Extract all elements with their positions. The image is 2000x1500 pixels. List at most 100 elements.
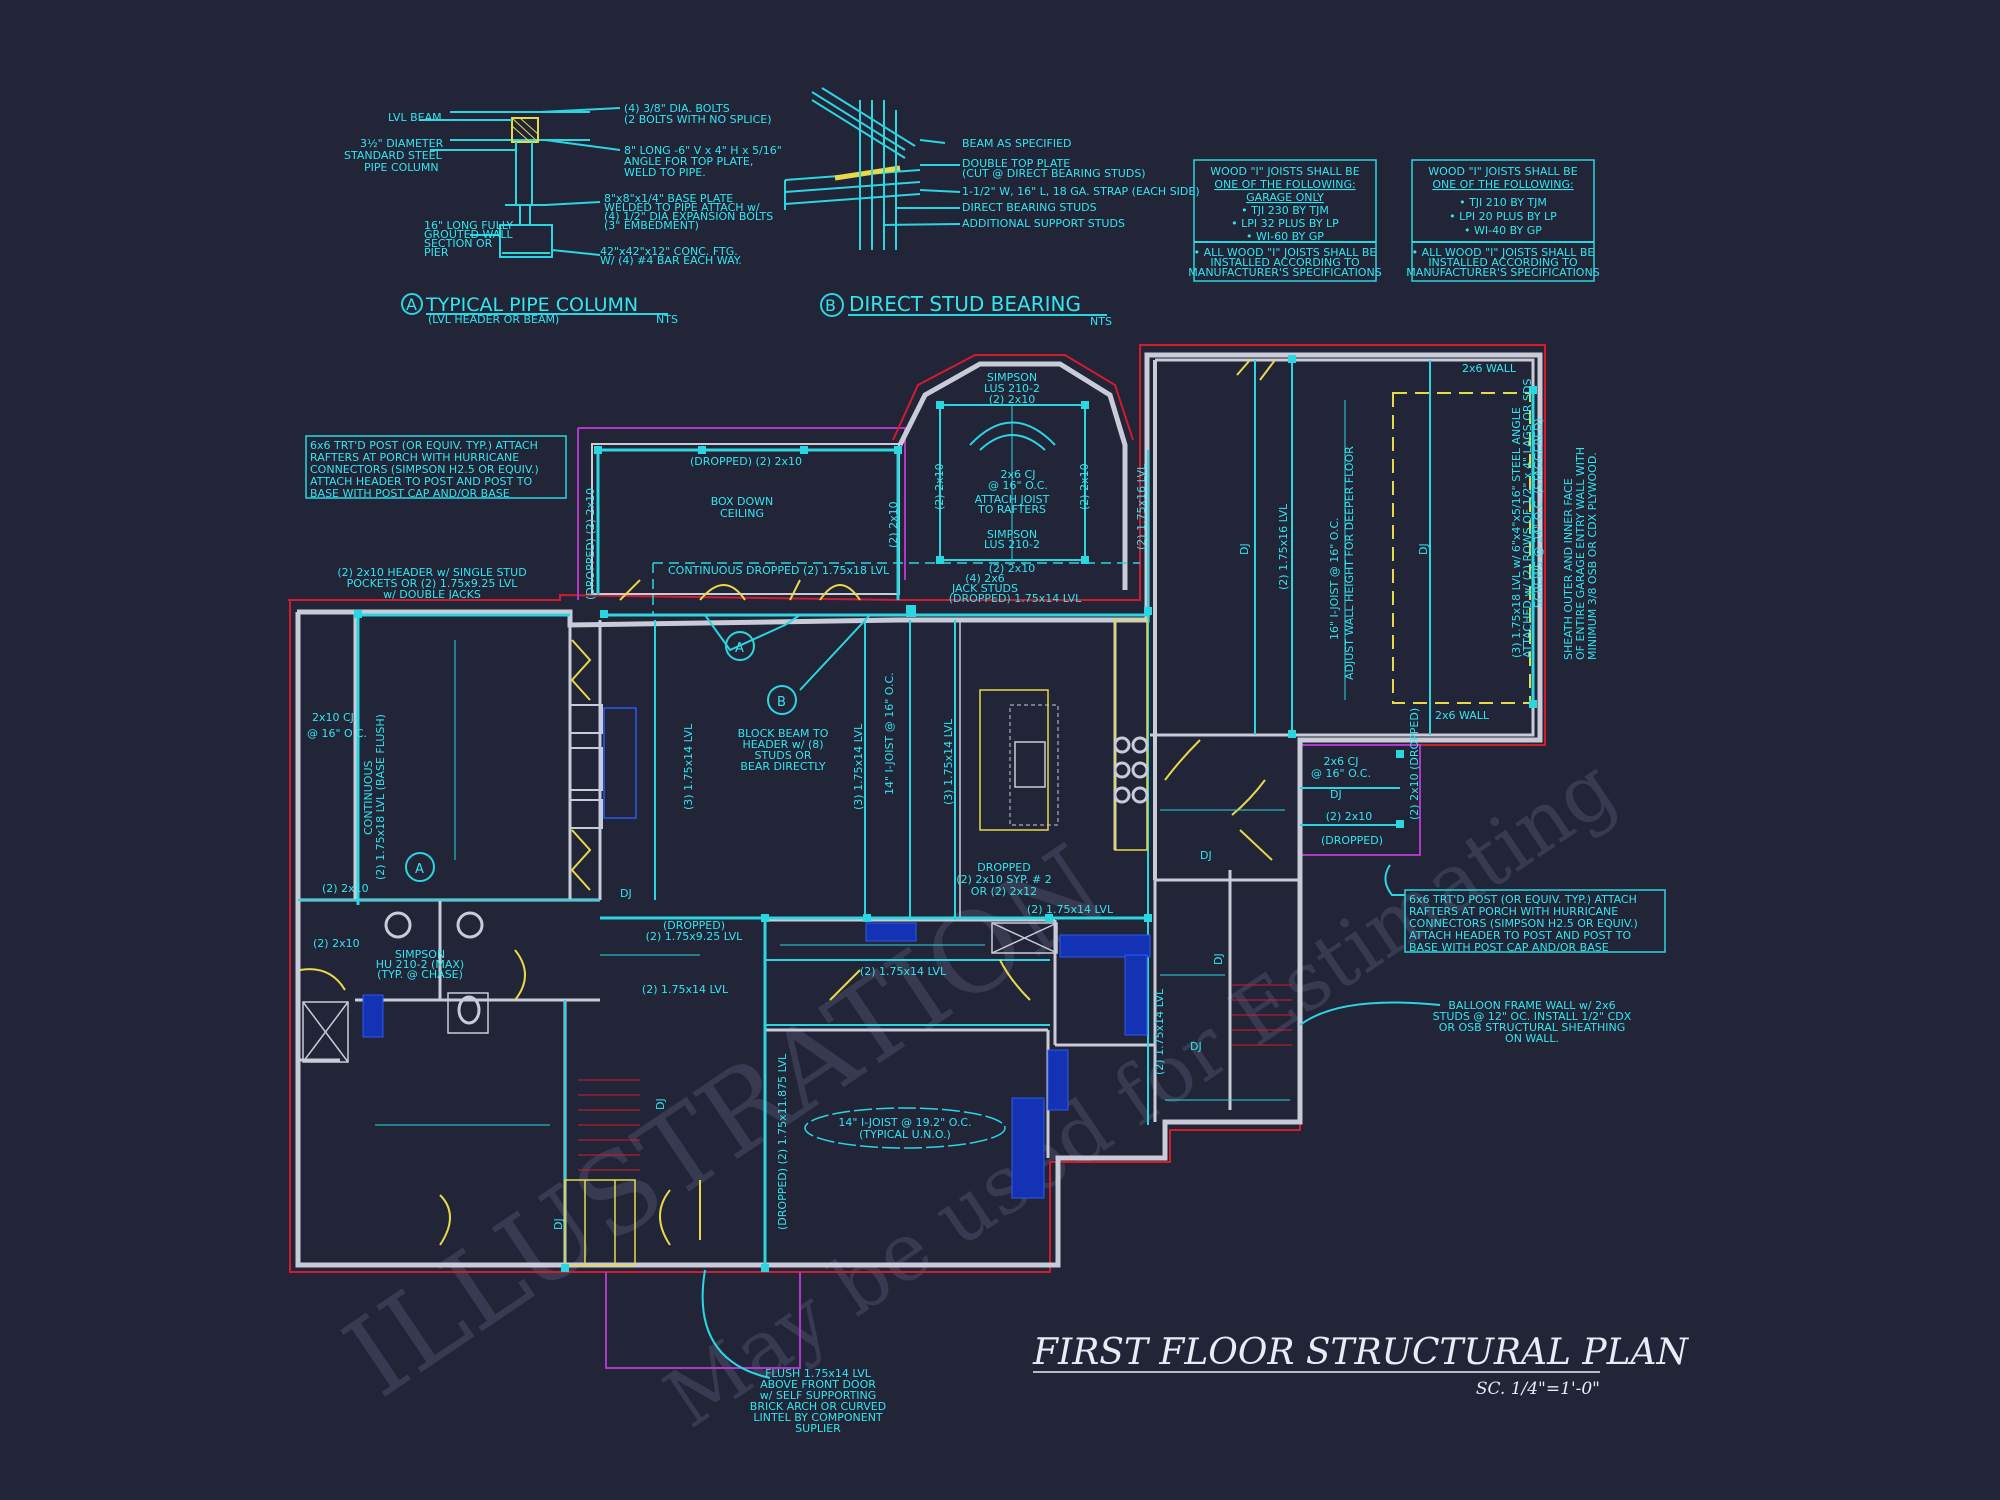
- bay-2x10-right: (2) 2x10: [1078, 463, 1091, 510]
- bay-oc: @ 16" O.C.: [988, 479, 1048, 492]
- dropped-vert: (DROPPED) (2) 1.75x11.875 LVL: [776, 1053, 789, 1230]
- joist-note-2-line-4: • LPI 20 PLUS BY LP: [1449, 210, 1557, 223]
- block-3: STUDS OR: [754, 749, 811, 762]
- header-note-1: (2) 2x10 HEADER w/ SINGLE STUD: [337, 566, 526, 579]
- dj-label-2: DJ: [1200, 849, 1212, 862]
- dropped-syp-1: DROPPED: [977, 861, 1030, 874]
- balloon-note-2: STUDS @ 12" OC. INSTALL 1/2" CDX: [1433, 1010, 1632, 1023]
- joist-note-2-footer-2: INSTALLED ACCORDING TO: [1428, 256, 1578, 269]
- detail-a-marker: [401, 293, 423, 315]
- bay-2x10-top: (2) 2x10: [989, 393, 1036, 406]
- porch-mid-2x10: (2) 2x10: [887, 501, 900, 548]
- cj-right-2: @ 16" O.C.: [1311, 767, 1371, 780]
- porch-note-right-2: RAFTERS AT PORCH WITH HURRICANE: [1409, 905, 1618, 918]
- dropped-925b: (2) 1.75x9.25 LVL: [646, 930, 744, 943]
- r-vert: (2) 2x10 (DROPPED): [1408, 708, 1421, 820]
- detail-b-label-4: 1-1/2" W, 16" L, 18 GA. STRAP (EACH SIDE…: [962, 185, 1200, 198]
- porch-note-right-3: CONNECTORS (SIMPSON H2.5 OR EQUIV.): [1409, 917, 1638, 930]
- balloon-note-4: ON WALL.: [1505, 1032, 1559, 1045]
- lvl-d: (2) 1.75x16 LVL: [1135, 463, 1148, 550]
- joist-note-1: WOOD "I" JOISTS SHALL BE ONE OF THE FOLL…: [1188, 159, 1382, 282]
- detail-b-label-6: ADDITIONAL SUPPORT STUDS: [962, 217, 1125, 230]
- detail-a-label-1: LVL BEAM: [388, 111, 442, 124]
- wall-2x6-bot: 2x6 WALL: [1435, 709, 1490, 722]
- detail-a-nts: NTS: [656, 313, 678, 326]
- cj-right-1: 2x6 CJ: [1324, 755, 1359, 768]
- plan-marker-b-text: B: [777, 695, 786, 710]
- front-door-note-4: BRICK ARCH OR CURVED: [750, 1400, 886, 1413]
- detail-a-subtitle: (LVL HEADER OR BEAM): [428, 313, 559, 326]
- box-down-2: CEILING: [720, 507, 764, 520]
- balloon-note-3: OR OSB STRUCTURAL SHEATHING: [1439, 1021, 1626, 1034]
- front-door-note-5: LINTEL BY COMPONENT: [753, 1411, 883, 1424]
- detail-a-label-2: 3½" DIAMETER: [360, 137, 444, 150]
- detail-a-label-10: 8"x8"x1/4" BASE PLATE: [604, 192, 733, 205]
- dropped-syp-3: OR (2) 2x12: [971, 885, 1037, 898]
- lvl-1475b: (2) 1.75x14 LVL: [860, 965, 947, 978]
- bay-cj: 2x6 CJ: [1001, 468, 1036, 481]
- detail-b-marker-text: B: [825, 296, 836, 315]
- detail-a-label-19: W/ (4) #4 BAR EACH WAY.: [600, 254, 742, 267]
- detail-a-label-8: ANGLE FOR TOP PLATE,: [624, 155, 753, 168]
- drawing-scale: SC. 1/4"=1'-0": [1476, 1379, 1600, 1399]
- cj-left-1: 2x10 CJ: [312, 711, 354, 724]
- lvl-a: (3) 1.75x14 LVL: [682, 723, 695, 810]
- lvl-1475c: (2) 1.75x14 LVL: [1027, 903, 1114, 916]
- lvl-garage: (2) 1.75x16 LVL: [1277, 503, 1290, 590]
- garage-vertical-note-4: SHEATH OUTER AND INNER FACE: [1562, 478, 1575, 660]
- bay-attach-2: TO RAFTERS: [977, 503, 1046, 516]
- garage-vertical-note-1: (3) 1.75x18 LVL w/ 6"x4"x5/16" STEEL ANG…: [1510, 407, 1523, 658]
- detail-b-label-1: BEAM AS SPECIFIED: [962, 137, 1072, 150]
- detail-a-label-18: 42"x42"x12" CONC. FTG.: [600, 245, 738, 258]
- garage-ijoist-2: ADJUST WALL HEIGHT FOR DEEPER FLOOR: [1343, 446, 1356, 680]
- dropped-syp-2: (2) 2x10 SYP. # 2: [956, 873, 1051, 886]
- detail-a-label-4: PIPE COLUMN: [364, 161, 439, 174]
- joist-note-2-footer-3: MANUFACTURER'S SPECIFICATIONS: [1406, 266, 1599, 279]
- floor-plan: A B A: [288, 344, 1546, 1369]
- detail-a-label-9: WELD TO PIPE.: [624, 166, 706, 179]
- dropped-925a: (DROPPED): [663, 919, 725, 932]
- lvl-1475a: (2) 1.75x14 LVL: [642, 983, 729, 996]
- porch-note-left-2: RAFTERS AT PORCH WITH HURRICANE: [310, 451, 519, 464]
- cont-dropped: CONTINUOUS DROPPED (2) 1.75x18 LVL: [668, 564, 890, 577]
- jack-2: JACK STUDS: [951, 582, 1018, 595]
- detail-a-label-15: GROUTED WALL: [424, 228, 513, 241]
- dj-label-3: DJ: [1190, 1040, 1202, 1053]
- box-down-1: BOX DOWN: [711, 495, 774, 508]
- detail-a-label-3: STANDARD STEEL: [344, 149, 443, 162]
- block-4: BEAR DIRECTLY: [740, 760, 826, 773]
- detail-a-label-16: SECTION OR: [424, 237, 493, 250]
- detail-a-pipe-column: LVL BEAM 3½" DIAMETER STANDARD STEEL PIP…: [344, 102, 782, 326]
- header-note-2: POCKETS OR (2) 1.75x9.25 LVL: [347, 577, 519, 590]
- block-1: BLOCK BEAM TO: [738, 727, 829, 740]
- dj-label-1: DJ: [620, 887, 632, 900]
- detail-b-label-3: (CUT @ DIRECT BEARING STUDS): [962, 167, 1146, 180]
- joist-note-1-line-1: WOOD "I" JOISTS SHALL BE: [1210, 165, 1359, 178]
- joist-note-1-line-2: ONE OF THE FOLLOWING:: [1214, 178, 1355, 191]
- plan-marker-a2-text: A: [415, 862, 424, 877]
- stair-dj-2: DJ: [552, 1218, 565, 1230]
- detail-a-label-13: (3" EMBEDMENT): [604, 219, 699, 232]
- front-door-note-2: ABOVE FRONT DOOR: [760, 1378, 876, 1391]
- bay-simpson-top: SIMPSON: [987, 371, 1037, 384]
- porch-note-left-1: 6x6 TRT'D POST (OR EQUIV. TYP.) ATTACH: [310, 439, 538, 452]
- porch-note-left-3: CONNECTORS (SIMPSON H2.5 OR EQUIV.): [310, 463, 539, 476]
- joist-note-2-line-3: • TJI 210 BY TJM: [1459, 196, 1547, 209]
- simpson-h-3: (TYP. @ CHASE): [377, 968, 463, 981]
- detail-a-label-11: WELDED TO PIPE ATTACH w/: [604, 201, 760, 214]
- simpson-h-2: HU 210-2 (MAX): [376, 958, 464, 971]
- joist-note-1-line-5: • LPI 32 PLUS BY LP: [1231, 217, 1339, 230]
- stair-dj: DJ: [654, 1098, 667, 1110]
- detail-b-stud-bearing: BEAM AS SPECIFIED DOUBLE TOP PLATE (CUT …: [784, 87, 1200, 328]
- left-2x10: (2) 2x10: [322, 882, 369, 895]
- joist-note-2-line-2: ONE OF THE FOLLOWING:: [1432, 178, 1573, 191]
- bay-2x10-left: (2) 2x10: [933, 463, 946, 510]
- porch-note-right: 6x6 TRT'D POST (OR EQUIV. TYP.) ATTACH R…: [1384, 864, 1666, 954]
- porch-note-right-4: ATTACH HEADER TO POST AND POST TO: [1409, 929, 1631, 942]
- dj-vert: DJ: [1212, 953, 1225, 965]
- garage-vertical-note-3: SCREWS @ 24" O.C. (STAGGERED): [1532, 418, 1545, 608]
- bay-lus-top: LUS 210-2: [984, 382, 1040, 395]
- joist-note-1-footer-3: MANUFACTURER'S SPECIFICATIONS: [1188, 266, 1381, 279]
- porch-left-dropped: (DROPPED) (2) 2x10: [584, 488, 597, 600]
